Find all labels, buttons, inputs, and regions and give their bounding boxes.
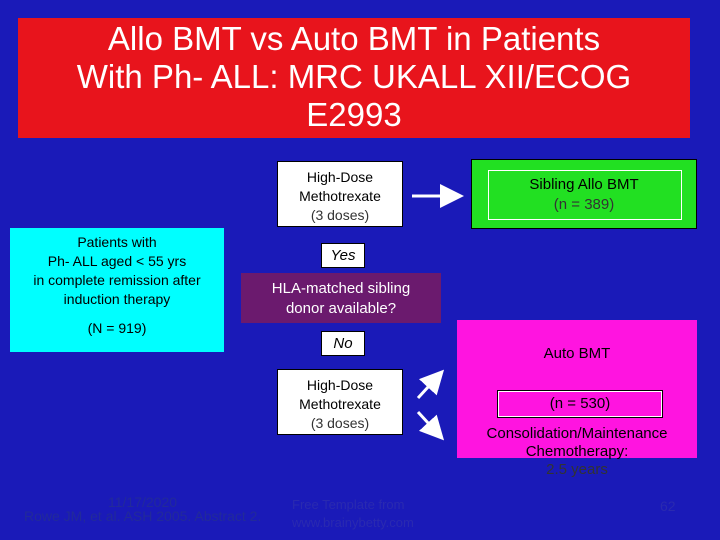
consolidation-line-3: 2.5 years <box>546 461 608 478</box>
page-number: 62 <box>660 498 676 514</box>
consolidation-line-2: Chemotherapy: <box>525 443 629 460</box>
auto-bmt-count: (n = 530) <box>497 390 663 418</box>
arrow-to-auto-up <box>416 369 445 400</box>
footer-template: Free Template from www.brainybetty.com <box>292 496 414 532</box>
title-line-3: E2993 <box>306 96 402 133</box>
yes-label: Yes <box>321 243 365 268</box>
title-line-1: Allo BMT vs Auto BMT in Patients <box>107 20 601 57</box>
high-dose-top-line-2: Methotrexate <box>299 188 381 204</box>
footer-citation: Rowe JM, et al. ASH 2005. Abstract 2. <box>24 508 262 524</box>
hla-line-2: donor available? <box>285 300 397 317</box>
title-line-2: With Ph- ALL: MRC UKALL XII/ECOG <box>76 58 632 95</box>
patients-line-2: Ph- ALL aged < 55 yrs <box>47 253 187 269</box>
hla-line-1: HLA-matched sibling <box>271 280 411 297</box>
consolidation-text: Consolidation/Maintenance Chemotherapy: … <box>462 425 692 479</box>
no-label: No <box>321 331 365 356</box>
high-dose-bottom-line-2: Methotrexate <box>299 396 381 412</box>
high-dose-top-line-1: High-Dose <box>306 169 374 185</box>
footer-template-line-1: Free Template from <box>292 497 405 512</box>
slide-title: Allo BMT vs Auto BMT in Patients With Ph… <box>18 18 690 138</box>
arrow-to-auto-down <box>416 410 445 441</box>
auto-bmt-label: Auto BMT <box>543 345 611 362</box>
patients-count: (N = 919) <box>87 320 147 336</box>
auto-bmt-box <box>457 320 697 458</box>
consolidation-line-1: Consolidation/Maintenance <box>486 425 668 442</box>
sibling-allo-bmt-box: Sibling Allo BMT (n = 389) <box>471 159 697 229</box>
patients-line-3: in complete remission after <box>33 272 201 288</box>
high-dose-bottom-line-3: (3 doses) <box>310 415 370 431</box>
sibling-line-1: Sibling Allo BMT <box>529 176 639 193</box>
hla-question-box: HLA-matched sibling donor available? <box>241 273 441 323</box>
sibling-inner-frame <box>488 170 682 220</box>
patients-box: Patients with Ph- ALL aged < 55 yrs in c… <box>10 228 224 352</box>
high-dose-top-line-3: (3 doses) <box>310 207 370 223</box>
sibling-line-2: (n = 389) <box>553 196 615 213</box>
footer-date: 11/17/2020 <box>108 494 178 510</box>
high-dose-bottom-line-1: High-Dose <box>306 377 374 393</box>
footer-template-line-2: www.brainybetty.com <box>292 515 414 530</box>
patients-line-4: induction therapy <box>63 291 171 307</box>
patients-line-1: Patients with <box>77 234 157 250</box>
high-dose-bottom-box: High-Dose Methotrexate (3 doses) <box>277 369 403 435</box>
high-dose-top-box: High-Dose Methotrexate (3 doses) <box>277 161 403 227</box>
